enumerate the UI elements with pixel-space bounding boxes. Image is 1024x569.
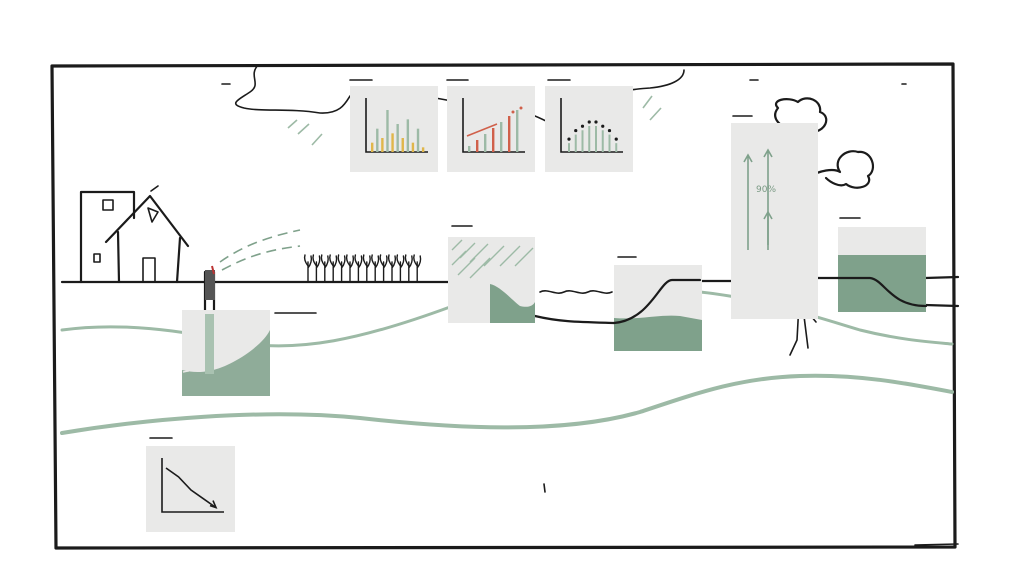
- stray-mark: [543, 483, 546, 493]
- chart-bar: [595, 126, 597, 152]
- mini-chart-2: [462, 98, 525, 153]
- crop-plant-icon: [345, 254, 355, 282]
- chart-bar: [396, 124, 399, 152]
- crop-plant-icon: [303, 254, 313, 282]
- crop-plant-icon: [329, 254, 338, 282]
- chart-bar: [492, 128, 495, 152]
- chart-bar: [401, 138, 404, 152]
- mini-charts: [161, 98, 623, 513]
- crop-plant-icon: [387, 254, 397, 282]
- chart-point: [519, 106, 523, 110]
- chart-bar: [581, 130, 584, 152]
- chart-bar: [371, 142, 374, 152]
- well-icon: [203, 229, 301, 314]
- crop-plant-icon: [371, 254, 380, 282]
- chart-bar: [391, 133, 394, 152]
- info-panel-wetland: [836, 217, 928, 312]
- chart-point: [580, 124, 585, 128]
- chart-bar: [601, 130, 604, 152]
- chart-bar: [406, 119, 410, 152]
- info-panel-lake-1: [448, 225, 535, 323]
- info-panel-well: [182, 310, 317, 396]
- ground-line: [60, 275, 960, 308]
- tree-percent-label: 90%: [756, 185, 776, 195]
- chart-bar: [411, 142, 415, 152]
- sketch-frame: [50, 62, 959, 550]
- info-panel-chart-2: [446, 79, 535, 172]
- crop-plant-icon: [379, 254, 388, 282]
- chart-arrow-icon: [209, 500, 218, 509]
- chart-bar: [608, 134, 611, 152]
- mini-chart-4: [161, 458, 224, 513]
- info-panel-chart-1: [349, 79, 438, 172]
- chart-bar: [508, 116, 511, 152]
- crop-plant-icon: [362, 254, 371, 282]
- crop-plant-icon: [354, 254, 363, 282]
- info-panel-chart-4: [146, 437, 235, 532]
- chart-bar: [376, 128, 379, 152]
- chart-axes: [462, 98, 525, 153]
- chart-point: [607, 128, 612, 133]
- crop-row: [303, 254, 422, 282]
- chart-point: [594, 120, 598, 124]
- chart-bar: [500, 122, 503, 152]
- crop-plant-icon: [413, 254, 422, 282]
- chart-line: [165, 467, 217, 509]
- building-icon: [79, 190, 136, 284]
- mini-chart-3: [560, 98, 623, 153]
- chart-point: [511, 110, 515, 114]
- chart-point: [567, 137, 571, 141]
- chart-axes: [161, 458, 224, 513]
- chart-point: [601, 124, 605, 128]
- crop-plant-icon: [337, 254, 346, 282]
- chart-bar: [416, 128, 420, 152]
- crop-plant-icon: [404, 254, 413, 282]
- crop-plant-icon: [320, 254, 329, 282]
- chart-bar: [568, 143, 570, 152]
- chart-bar: [615, 143, 618, 152]
- chart-bar: [484, 134, 487, 152]
- chart-bar: [421, 147, 425, 152]
- crop-plant-icon: [312, 254, 321, 282]
- chart-bar: [386, 110, 389, 152]
- chart-bar: [588, 126, 591, 152]
- chart-point: [614, 137, 618, 141]
- crop-plant-icon: [396, 254, 405, 282]
- house-icon: [104, 185, 190, 284]
- chart-bar: [381, 138, 384, 152]
- chart-point: [574, 128, 578, 133]
- chart-point: [587, 120, 591, 124]
- info-panel-lake-2: [612, 256, 702, 351]
- chart-bar: [476, 140, 479, 152]
- chart-bar: [468, 146, 471, 152]
- mini-chart-1: [365, 98, 428, 153]
- chart-bar: [574, 134, 577, 152]
- chart-bar: [516, 110, 519, 152]
- trend-line: [466, 123, 498, 137]
- info-panel-tree: 90%: [731, 115, 818, 319]
